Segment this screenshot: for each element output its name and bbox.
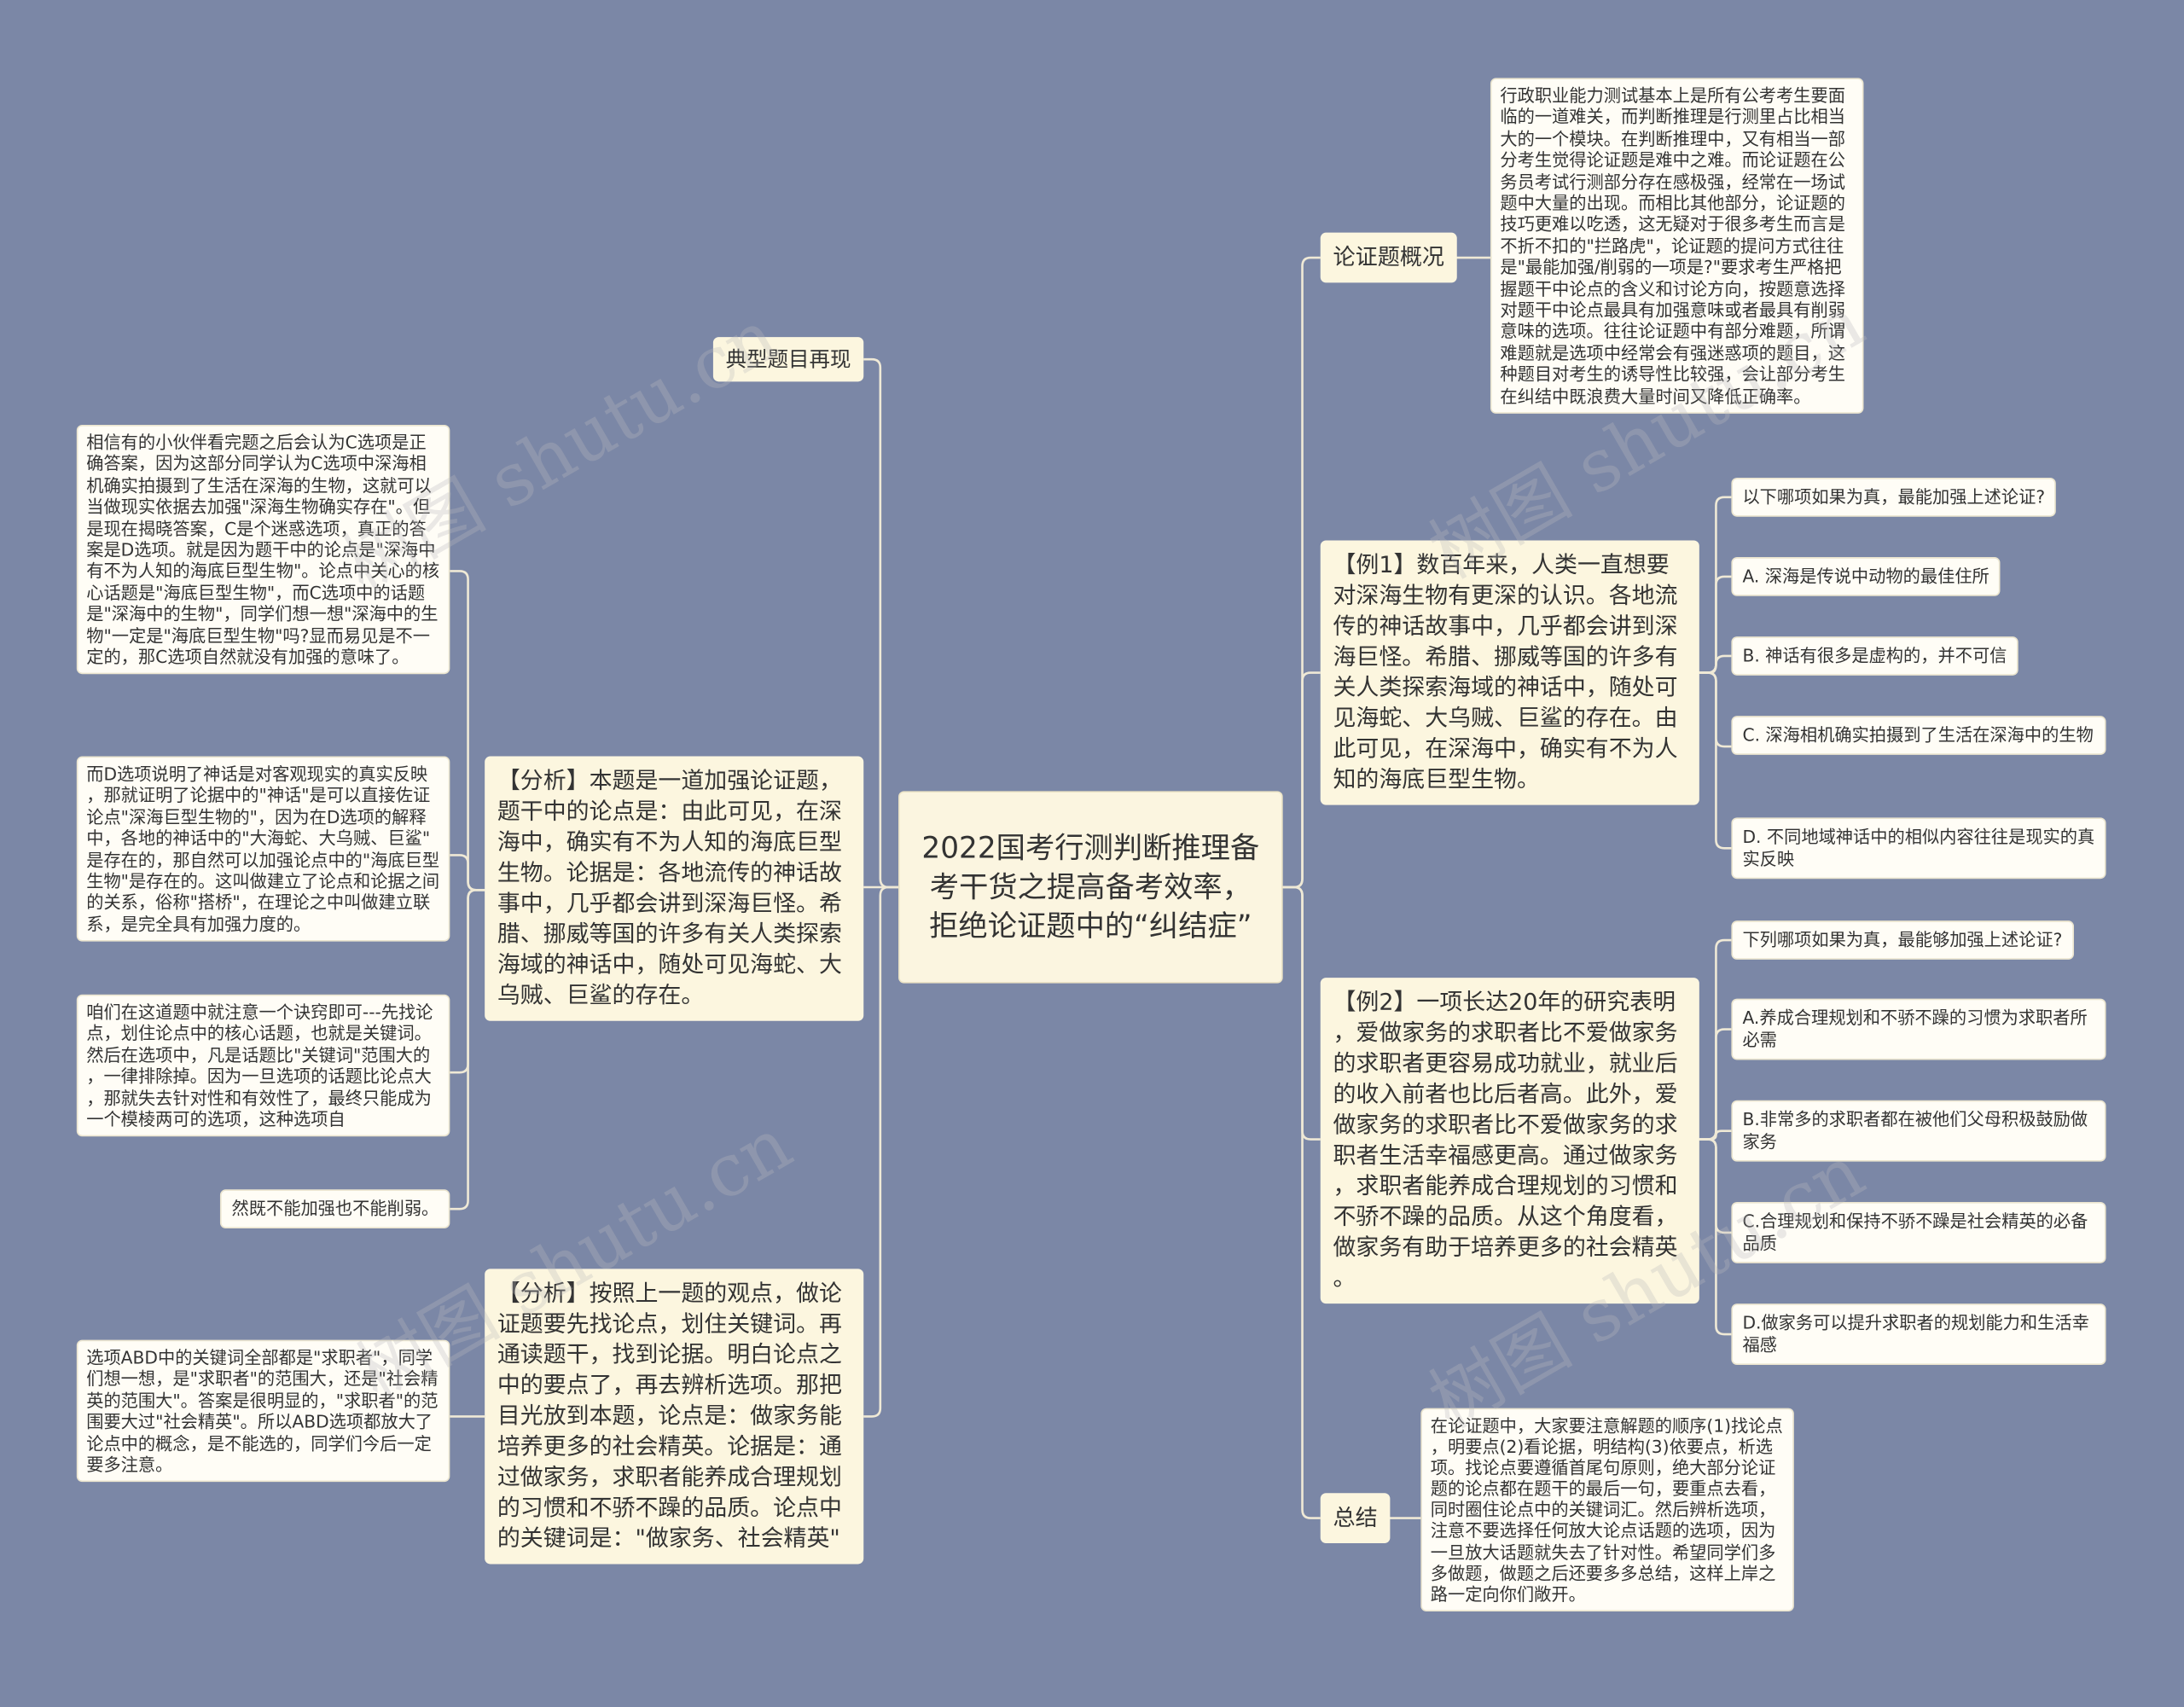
- node-overview: 论证题概况: [1320, 232, 1457, 283]
- connector-analysis1-note4: [450, 888, 485, 1211]
- note-analysis1-option-d: 而D选项说明了神话是对客观现实的真实反映，那就证明了论据中的"神话"是可以直接佐…: [76, 756, 450, 943]
- example1-option-b: B. 神话有很多是虚构的，并不可信: [1731, 636, 2018, 676]
- node-example-1: 【例1】数百年来，人类一直想要对深海生物有更深的认识。各地流传的神话故事中，几乎…: [1320, 540, 1699, 805]
- connector-center-summary: [1282, 885, 1321, 1519]
- node-typical-questions: 典型题目再现: [712, 337, 864, 382]
- example2-question: 下列哪项如果为真，最能够加强上述论证?: [1731, 920, 2074, 960]
- connector-example1-option-d: [1699, 671, 1732, 850]
- node-analysis-1: 【分析】本题是一道加强论证题，题干中的论点是：由此可见，在深海中，确实有不为人知…: [485, 756, 864, 1021]
- example1-question: 以下哪项如果为真，最能加强上述论证?: [1731, 477, 2057, 517]
- node-example-2: 【例2】一项长达20年的研究表明，爱做家务的求职者比不爱做家务的求职者更容易成功…: [1320, 978, 1699, 1304]
- note-overview: 行政职业能力测试基本上是所有公考考生要面临的一道难关，而判断推理是行测里占比相当…: [1490, 78, 1864, 415]
- example2-option-b: B.非常多的求职者都在被他们父母积极鼓励做家务: [1731, 1100, 2106, 1162]
- connector-example2-option-a: [1699, 1028, 1732, 1141]
- note-analysis1-tip-end: 然既不能加强也不能削弱。: [220, 1189, 450, 1228]
- central-topic-title: 2022国考行测判断推理备考干货之提高备考效率，拒绝论证题中的“纠结症”: [921, 831, 1260, 943]
- connector-center-analysis2: [863, 885, 899, 1418]
- central-topic: 2022国考行测判断推理备考干货之提高备考效率，拒绝论证题中的“纠结症”: [898, 791, 1283, 984]
- connector-example1-option-a: [1699, 575, 1732, 674]
- note-analysis1-option-c: 相信有的小伙伴看完题之后会认为C选项是正确答案，因为这部分同学认为C选项中深海相…: [76, 424, 450, 675]
- node-analysis-2: 【分析】按照上一题的观点，做论证题要先找论点，划住关键词。再通读题干，找到论据。…: [485, 1269, 864, 1565]
- connector-example1-option-b: [1699, 654, 1732, 674]
- connector-analysis1-note1: [450, 570, 485, 891]
- connector-analysis1-note2: [450, 854, 485, 891]
- connector-center-example1: [1282, 671, 1321, 889]
- connector-example2-option-d: [1699, 1138, 1732, 1336]
- note-summary: 在论证题中，大家要注意解题的顺序(1)找论点，明要点(2)看论据，明结构(3)依…: [1420, 1408, 1794, 1611]
- example2-option-a: A.养成合理规划和不骄不躁的习惯为求职者所必需: [1731, 998, 2106, 1060]
- example1-option-c: C. 深海相机确实拍摄到了生活在深海中的生物: [1731, 716, 2106, 755]
- example1-option-d: D. 不同地域神话中的相似内容往往是现实的真实反映: [1731, 817, 2106, 880]
- note-analysis2: 选项ABD中的关键词全部都是"求职者"，同学们想一想，是"求职者"的范围大，还是…: [76, 1339, 450, 1483]
- example1-option-a: A. 深海是传说中动物的最佳住所: [1731, 557, 2001, 596]
- note-analysis1-tip: 咱们在这道题中就注意一个诀窍即可---先找论点，划住论点中的核心话题，也就是关键…: [76, 994, 450, 1137]
- example2-option-c: C.合理规划和保持不骄不躁是社会精英的必备品质: [1731, 1201, 2106, 1263]
- node-summary: 总结: [1320, 1493, 1391, 1543]
- connector-center-typical: [863, 357, 899, 889]
- example2-option-d: D.做家务可以提升求职者的规划能力和生活幸福感: [1731, 1303, 2106, 1365]
